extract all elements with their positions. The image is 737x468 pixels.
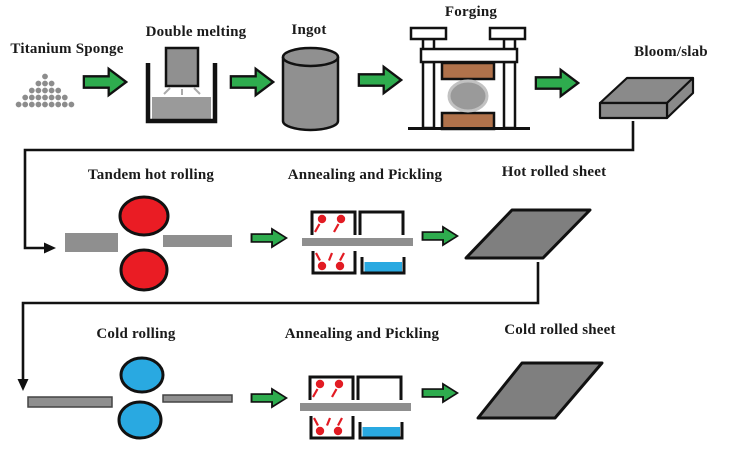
- annealing-pickling-hot-label: Annealing and Pickling: [287, 167, 443, 183]
- flow-arrow-icon: [421, 225, 459, 247]
- annealing-pickling-unit-icon: [300, 375, 411, 440]
- tandem-hot-rolling-label: Tandem hot rolling: [87, 167, 215, 183]
- hot-rolled-sheet-label: Hot rolled sheet: [501, 164, 607, 180]
- cold-rolling-label: Cold rolling: [96, 326, 176, 342]
- cold-rolling-mill-icon: [27, 356, 233, 440]
- annealing-pickling-cold-label: Annealing and Pickling: [284, 326, 440, 342]
- double-melting-label: Double melting: [145, 24, 247, 40]
- bloom-slab-icon: [598, 76, 695, 120]
- cold-rolled-sheet-label: Cold rolled sheet: [504, 322, 616, 338]
- flow-arrow-icon: [82, 66, 128, 98]
- flow-arrow-icon: [229, 66, 275, 98]
- annealing-pickling-unit-icon: [302, 210, 413, 275]
- titanium-sponge-icon: [15, 73, 75, 108]
- hot-rolling-mill-icon: [65, 195, 232, 292]
- ingot-label: Ingot: [291, 22, 327, 38]
- flow-arrow-icon: [250, 227, 288, 249]
- ingot-icon: [281, 46, 340, 132]
- flow-arrow-icon: [421, 382, 459, 404]
- bloom-slab-label: Bloom/slab: [634, 44, 708, 60]
- titanium-sponge-label: Titanium Sponge: [10, 41, 124, 57]
- cold-rolled-sheet-icon: [476, 361, 604, 420]
- flow-arrow-icon: [357, 64, 403, 96]
- forging-press-icon: [408, 26, 530, 131]
- forging-label: Forging: [444, 4, 498, 20]
- flow-arrow-icon: [250, 387, 288, 409]
- flow-arrow-icon: [534, 67, 580, 99]
- hot-rolled-sheet-icon: [464, 208, 592, 260]
- melting-crucible-icon: [145, 46, 218, 124]
